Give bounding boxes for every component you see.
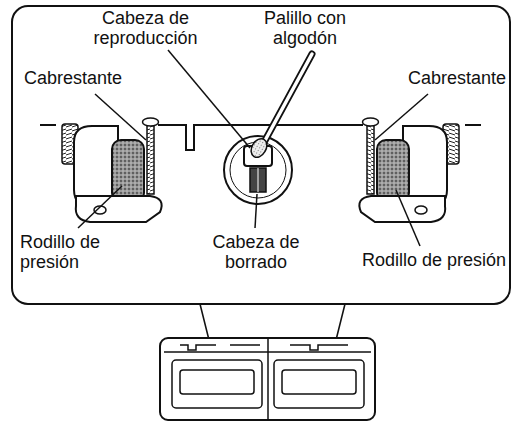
part-label: Cabrestante bbox=[378, 68, 508, 88]
part-label: Cabrestante bbox=[22, 68, 152, 88]
part-label: Rodillo de presión bbox=[18, 232, 126, 272]
part-label: Rodillo de presión bbox=[330, 250, 508, 270]
part-label: Palillo con algodón bbox=[250, 8, 360, 48]
part-label: Cabeza de reproducción bbox=[78, 8, 213, 48]
part-label: Cabeza de borrado bbox=[196, 232, 316, 272]
